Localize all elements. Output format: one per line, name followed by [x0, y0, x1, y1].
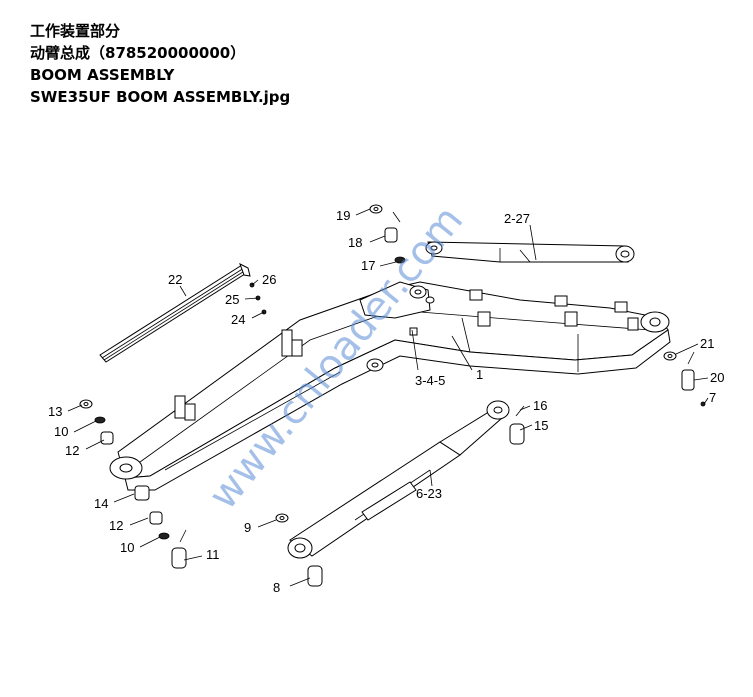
callout-9: 9 — [244, 520, 251, 535]
pipe-clamps — [174, 289, 639, 421]
callout-14: 14 — [94, 496, 108, 511]
callout-7: 7 — [709, 390, 716, 405]
guard-plate — [99, 262, 251, 363]
callout-3-4-5: 3-4-5 — [415, 373, 445, 388]
callout-10-upper: 10 — [54, 424, 68, 439]
callout-11: 11 — [206, 547, 220, 562]
callout-1: 1 — [476, 367, 483, 382]
callout-20: 20 — [710, 370, 724, 385]
hardware — [79, 204, 706, 587]
callout-labels: 1 2-27 3-4-5 6-23 7 8 9 10 10 11 12 12 1… — [48, 208, 724, 595]
callout-12-lower: 12 — [109, 518, 123, 533]
callout-10-lower: 10 — [120, 540, 134, 555]
title-chinese-assembly: 动臂总成（878520000000） — [30, 44, 246, 62]
callout-24: 24 — [231, 312, 245, 327]
title-english: BOOM ASSEMBLY — [30, 66, 175, 84]
header: 工作装置部分 动臂总成（878520000000） BOOM ASSEMBLY … — [30, 20, 290, 108]
title-chinese-section: 工作装置部分 — [30, 22, 121, 40]
callout-17: 17 — [361, 258, 375, 273]
callout-6-23: 6-23 — [416, 486, 442, 501]
callout-16: 16 — [533, 398, 547, 413]
callout-21: 21 — [700, 336, 714, 351]
callout-26: 26 — [262, 272, 276, 287]
callout-25: 25 — [225, 292, 239, 307]
file-name: SWE35UF BOOM ASSEMBLY.jpg — [30, 88, 291, 106]
callout-8: 8 — [273, 580, 280, 595]
boom-body — [109, 281, 671, 491]
leader-lines — [67, 208, 709, 587]
callout-19: 19 — [336, 208, 350, 223]
upper-cylinder — [425, 241, 635, 263]
callout-15: 15 — [534, 418, 548, 433]
callout-18: 18 — [348, 235, 362, 250]
lower-cylinder — [287, 400, 510, 559]
callout-22: 22 — [168, 272, 182, 287]
callout-2-27: 2-27 — [504, 211, 530, 226]
callout-13: 13 — [48, 404, 62, 419]
callout-12-upper: 12 — [65, 443, 79, 458]
